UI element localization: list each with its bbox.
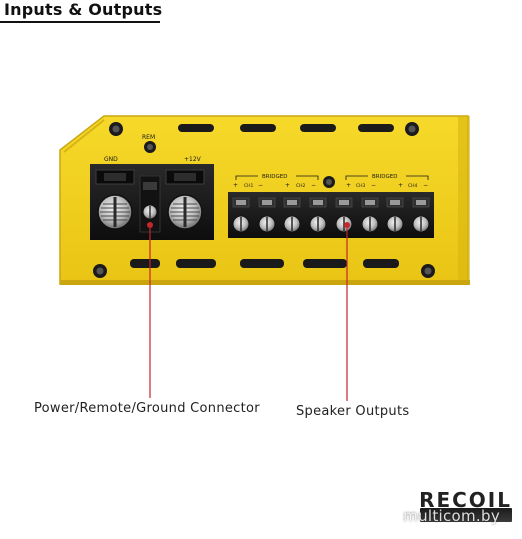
- pos-12v-label: +12V: [184, 156, 202, 163]
- screw-bottom-left-icon: [93, 264, 107, 278]
- callout-lines: [147, 222, 350, 401]
- ch1-plus-label: +: [233, 182, 238, 189]
- power-terminal-block: [90, 164, 214, 240]
- speaker-terminal: [335, 197, 353, 233]
- speaker-terminal: [258, 197, 276, 233]
- ch4-label: CH4: [408, 183, 418, 189]
- power-connector-callout: Power/Remote/Ground Connector: [34, 401, 260, 416]
- ch4-minus-label: −: [423, 182, 428, 189]
- screw-center-icon: [323, 176, 335, 188]
- ch2-label: CH2: [296, 183, 306, 189]
- brand-logo: RECOIL: [419, 488, 512, 512]
- speaker-terminal: [386, 197, 404, 233]
- speaker-terminal: [232, 197, 250, 233]
- speaker-terminal-block: [228, 192, 434, 238]
- speaker-terminal: [412, 197, 430, 233]
- bottom-vents: [130, 259, 399, 268]
- screw-top-right-icon: [405, 122, 419, 136]
- ch3-minus-label: −: [371, 182, 376, 189]
- screw-rem-icon: [144, 141, 156, 153]
- screw-bottom-right-icon: [421, 264, 435, 278]
- ch2-plus-label: +: [285, 182, 290, 189]
- speaker-terminal: [283, 197, 301, 233]
- ch2-minus-label: −: [311, 182, 316, 189]
- speaker-terminal: [309, 197, 327, 233]
- rem-label: REM: [142, 134, 155, 141]
- bridged-brackets: [235, 175, 429, 180]
- top-vents: [178, 124, 394, 132]
- ch3-plus-label: +: [346, 182, 351, 189]
- screw-top-left-icon: [109, 122, 123, 136]
- pos-12v-terminal: [165, 169, 205, 230]
- ch3-label: CH3: [356, 183, 366, 189]
- gnd-label: GND: [104, 156, 118, 163]
- gnd-terminal: [95, 169, 135, 230]
- bridged-label-a: BRIDGED: [262, 174, 287, 180]
- speaker-terminal: [361, 197, 379, 233]
- ch4-plus-label: +: [398, 182, 403, 189]
- watermark: multicom.by: [403, 507, 500, 525]
- ch1-label: CH1: [244, 183, 254, 189]
- mounting-screws: [93, 122, 435, 278]
- brand-banner: [420, 508, 512, 522]
- speaker-outputs-callout: Speaker Outputs: [296, 404, 410, 419]
- title-underline: [0, 21, 160, 23]
- ch1-minus-label: −: [258, 182, 263, 189]
- bridged-label-b: BRIDGED: [372, 174, 397, 180]
- page-title: Inputs & Outputs: [4, 0, 163, 19]
